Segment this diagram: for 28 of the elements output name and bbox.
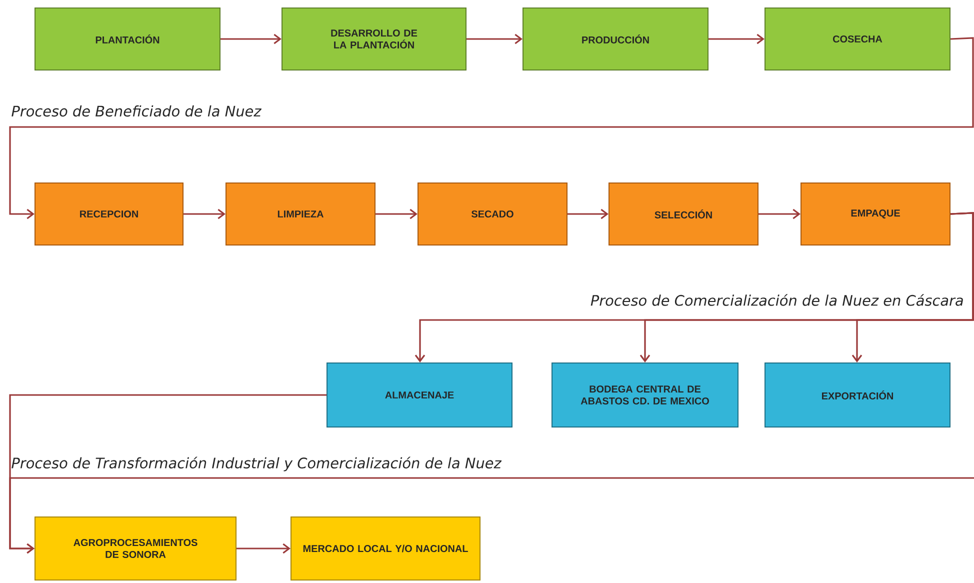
arrow <box>236 543 290 554</box>
stage-box: COSECHA <box>764 8 950 70</box>
arrow <box>184 208 226 220</box>
arrow <box>9 37 974 220</box>
arrow <box>9 477 974 554</box>
arrow <box>708 34 764 44</box>
section-heading: Proceso de Comercialización de la Nuez en Cáscara <box>590 294 963 306</box>
stage-box: SECADO <box>418 182 568 246</box>
arrow <box>852 212 974 362</box>
arrow <box>220 34 282 44</box>
arrow <box>376 208 418 220</box>
section-heading: Proceso de Transformación Industrial y Comercialización de la Nuez <box>12 456 502 472</box>
stage-box: PRODUCCIÓN <box>522 8 708 70</box>
arrow <box>466 34 522 44</box>
arrow <box>568 208 608 220</box>
stage-box: MERCADO LOCAL Y/O NACIONAL <box>290 516 480 580</box>
stage-box: AGROPROCESAMIENTOS DE SONORA <box>34 516 236 580</box>
stage-box: EMPAQUE <box>800 182 950 246</box>
stage-box: RECEPCION <box>34 182 184 246</box>
stage-box: SELECCIÓN <box>608 182 758 246</box>
stage-box: ALMACENAJE <box>326 362 512 428</box>
arrow <box>758 208 800 220</box>
stage-box: LIMPIEZA <box>226 182 376 246</box>
stage-box: DESARROLLO DE LA PLANTACIÓN <box>282 8 466 70</box>
section-heading: Proceso de Beneficiado de la Nuez <box>12 105 262 117</box>
stage-box: BODEGA CENTRAL DE ABASTOS CD. DE MEXICO <box>552 362 738 428</box>
stage-box: PLANTACIÓN <box>34 8 220 70</box>
stage-box: EXPORTACIÓN <box>764 362 950 428</box>
